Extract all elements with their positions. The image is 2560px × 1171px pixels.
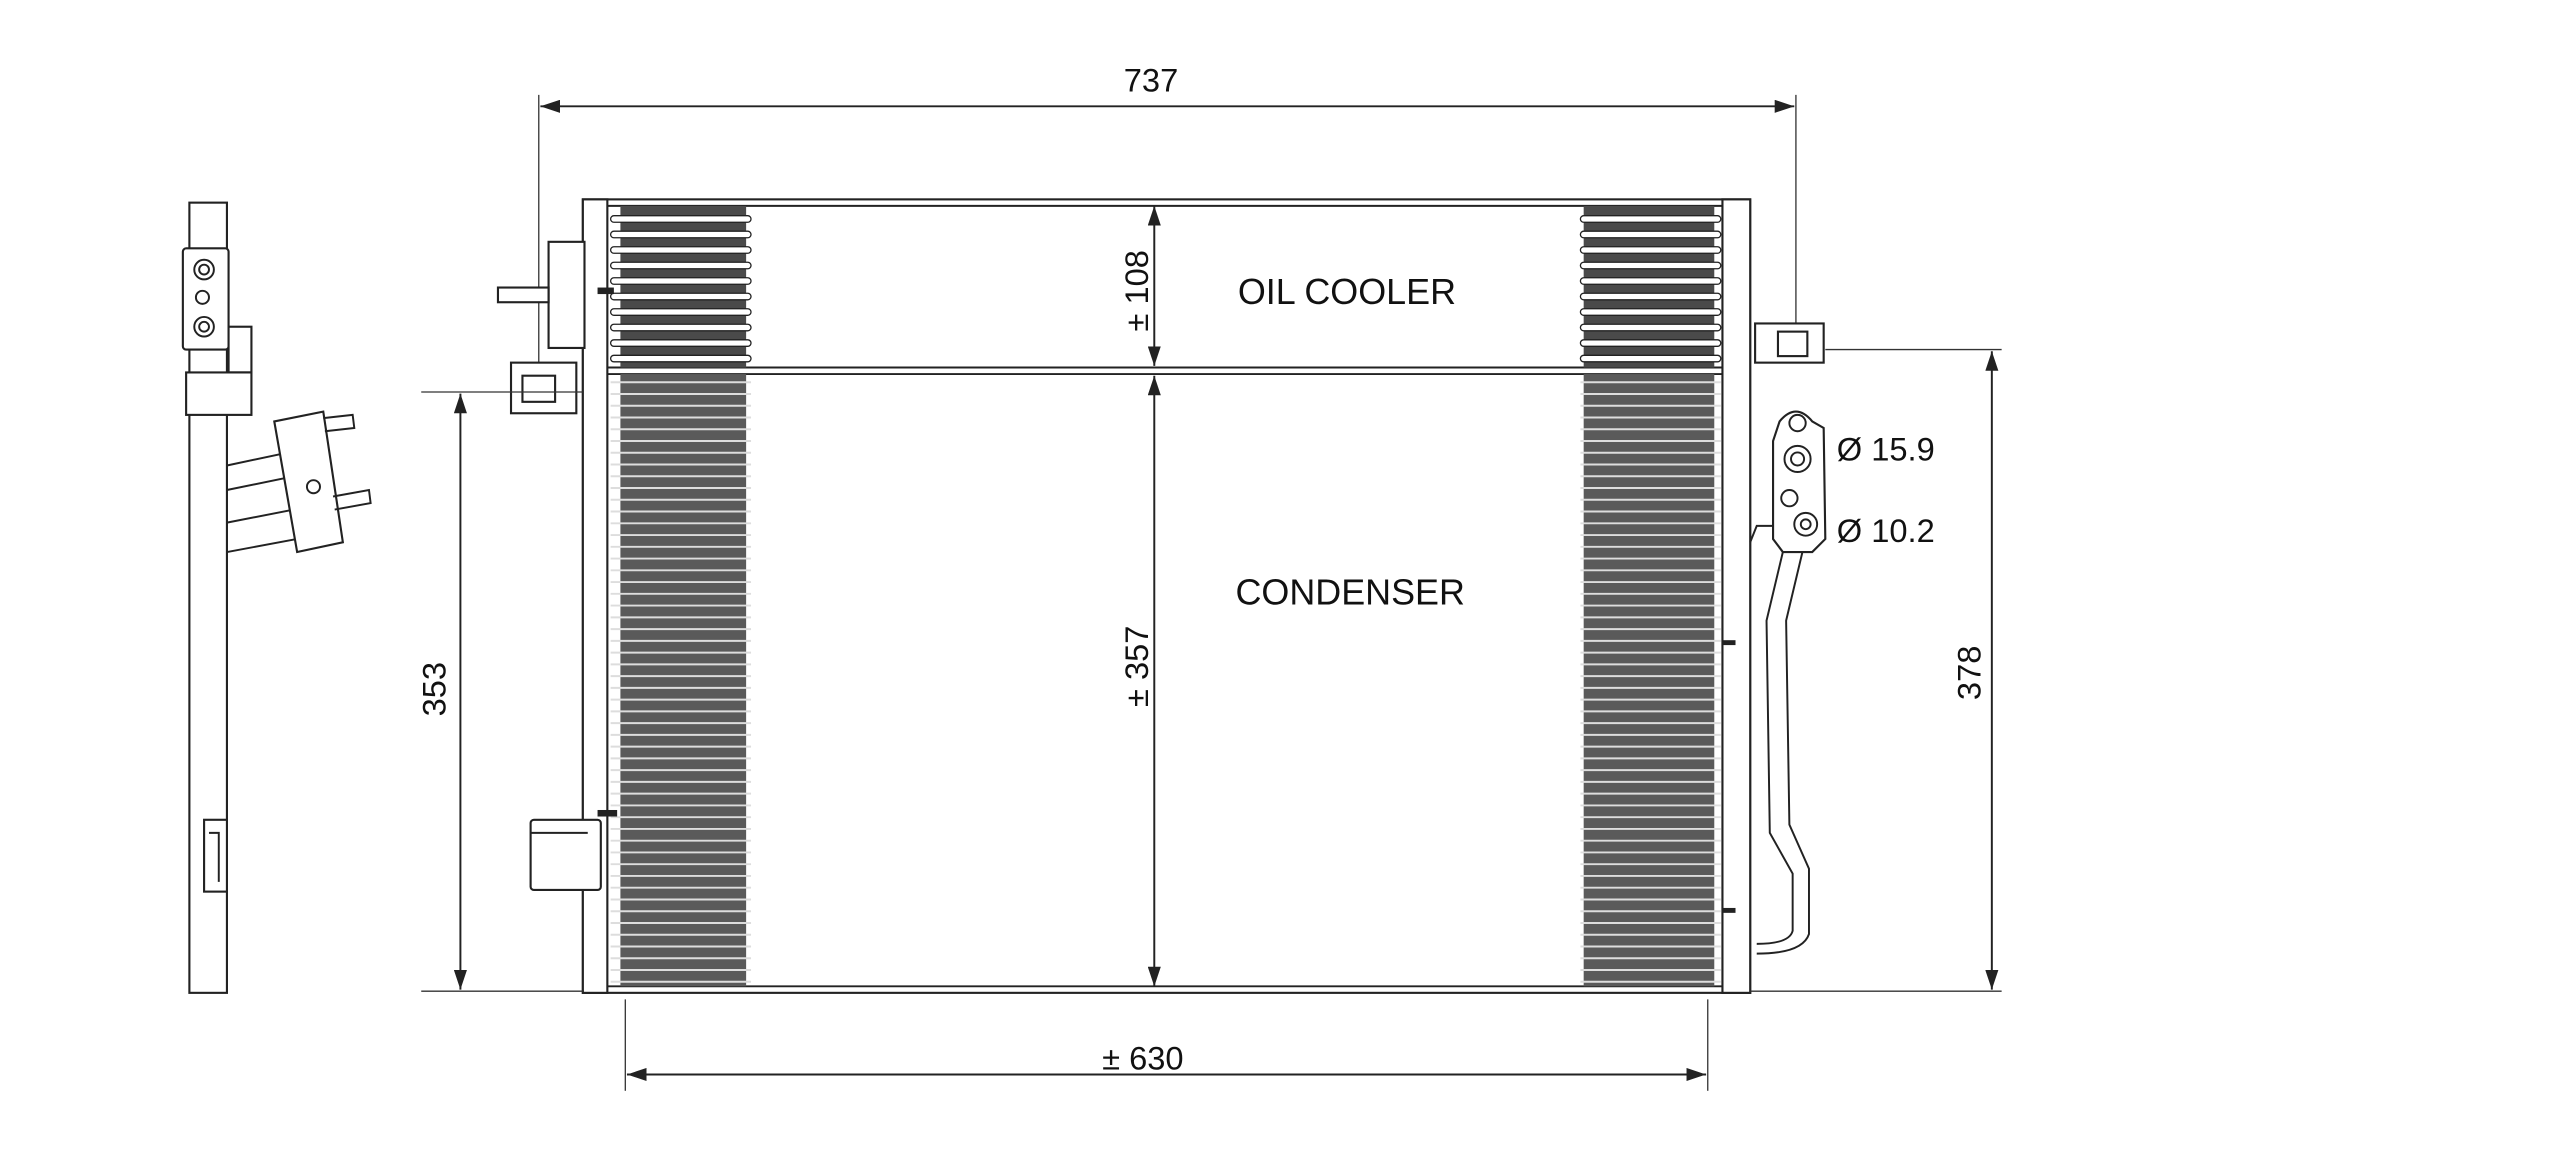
fin-mark	[1579, 246, 1722, 254]
fin-mark	[609, 323, 752, 332]
overall-width-label: 737	[1124, 62, 1178, 99]
fin-mark	[609, 339, 752, 347]
condenser-core	[581, 198, 1752, 994]
left-connector-block	[496, 240, 618, 892]
fin-mark	[1579, 230, 1722, 239]
oil-cooler-height-label: ± 108	[1118, 250, 1155, 331]
dimension-section-heights: ± 108 ± 357	[1118, 205, 1161, 987]
right-connector-block: Ø 15.9 Ø 10.2	[1722, 322, 1935, 955]
fin-mark	[609, 354, 752, 363]
dimension-right-height: 378	[1750, 348, 2002, 992]
oil-cooler-label: OIL COOLER	[1238, 271, 1456, 312]
fin-mark	[1579, 292, 1722, 301]
dimension-left-height: 353	[416, 391, 583, 992]
fin-mark	[1579, 215, 1722, 223]
fin-mark	[609, 215, 752, 223]
port-large-diameter: Ø 15.9	[1837, 431, 1935, 468]
fin-mark	[609, 246, 752, 254]
fin-mark	[609, 261, 752, 270]
core-width-label: ± 630	[1102, 1040, 1183, 1077]
dimension-overall-width: 737	[538, 62, 1797, 393]
fin-mark	[1579, 277, 1722, 285]
port-small-diameter: Ø 10.2	[1837, 512, 1935, 549]
fin-mark	[609, 230, 752, 239]
right-height-label: 378	[1950, 646, 1987, 700]
side-view	[181, 201, 372, 994]
fin-mark	[1579, 308, 1722, 316]
condenser-height-label: ± 357	[1118, 626, 1155, 707]
fin-mark	[1579, 339, 1722, 347]
fin-mark	[609, 292, 752, 301]
fin-mark	[609, 277, 752, 285]
fin-mark	[1579, 323, 1722, 332]
fin-mark	[1583, 374, 1715, 987]
fin-mark	[1579, 354, 1722, 363]
condenser-label: CONDENSER	[1235, 571, 1464, 612]
fin-mark	[620, 374, 747, 987]
fin-mark	[609, 308, 752, 316]
fin-pattern	[609, 205, 1722, 987]
left-height-label: 353	[416, 662, 453, 716]
fin-mark	[1579, 261, 1722, 270]
dimension-core-width: ± 630	[624, 999, 1709, 1091]
